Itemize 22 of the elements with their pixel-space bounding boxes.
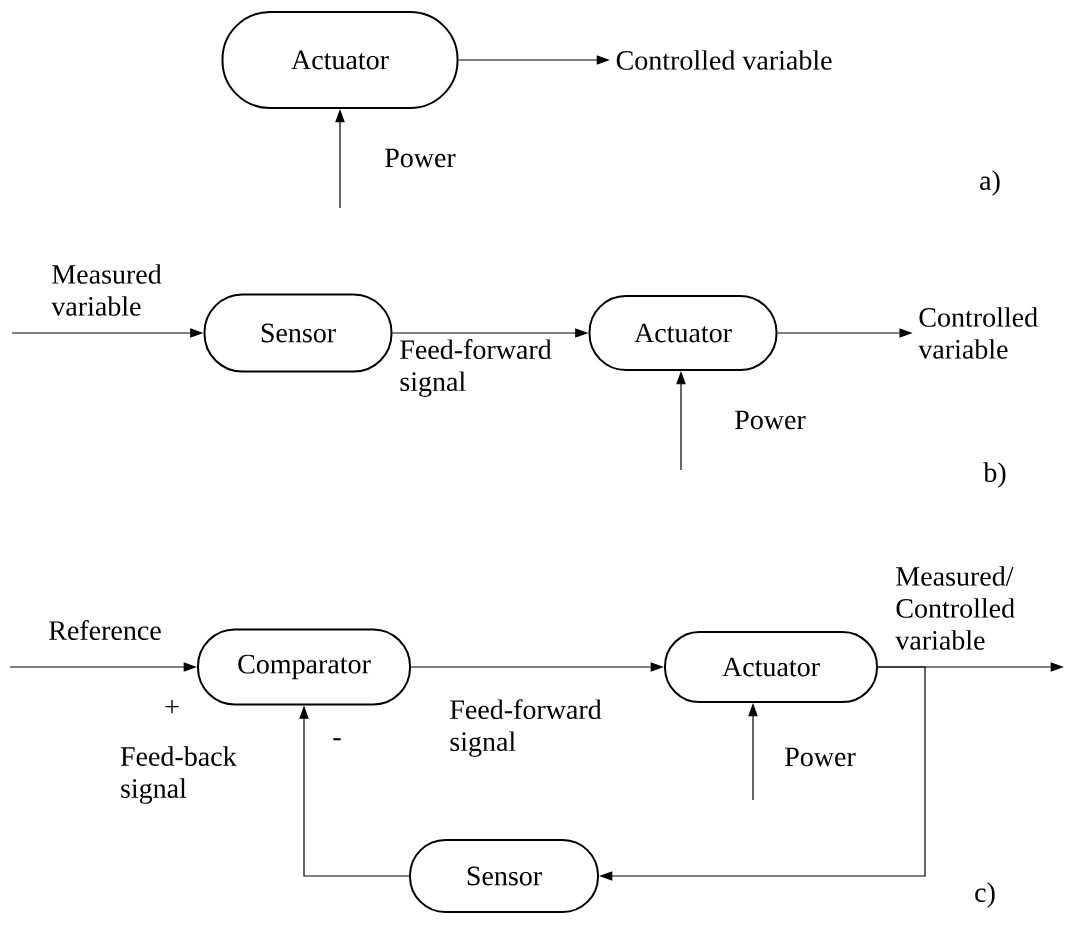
edge-label: Reference xyxy=(49,620,161,640)
process-box: Actuator xyxy=(221,11,459,109)
panel-label: b) xyxy=(983,462,1006,488)
edge-label: Power xyxy=(385,148,456,168)
edge-label: Power xyxy=(735,410,806,430)
edge-label: Measured variable xyxy=(51,264,162,316)
process-box: Actuator xyxy=(664,631,878,703)
process-box: Actuator xyxy=(588,295,778,371)
edge-label: Feed-forward signal xyxy=(450,699,602,757)
output-label: Controlled variable xyxy=(918,307,1038,359)
panel-label: a) xyxy=(980,170,1000,196)
process-box: Comparator xyxy=(197,628,411,706)
edge-label: Feed-back signal xyxy=(120,746,237,804)
edge-label: Measured/ Controlled variable xyxy=(895,566,1015,650)
output-label: Controlled variable xyxy=(616,50,832,70)
edge-label: Power xyxy=(785,747,856,767)
edge-label: Feed-forward signal xyxy=(400,339,552,397)
process-box: Sensor xyxy=(409,839,599,913)
process-box: Sensor xyxy=(203,293,393,373)
panel-label: + xyxy=(165,700,179,714)
panel-label: - xyxy=(333,738,341,741)
panel-label: c) xyxy=(975,882,995,908)
